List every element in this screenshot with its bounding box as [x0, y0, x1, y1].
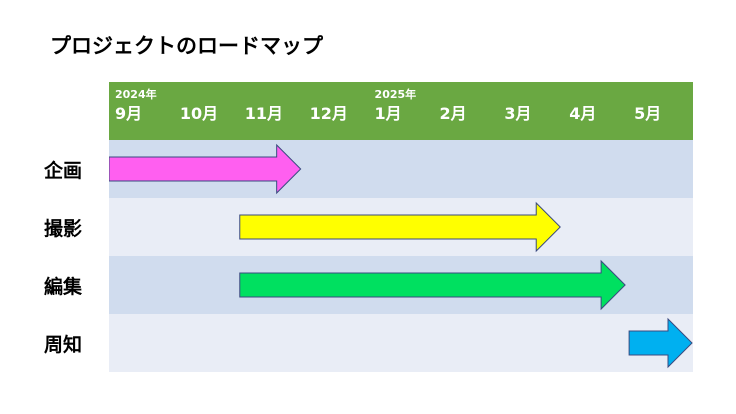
- month-label: 11月: [244, 104, 284, 123]
- month-column: 2024年 9月: [109, 82, 174, 140]
- month-column: 2月: [433, 82, 498, 140]
- year-label: 2025年: [374, 88, 417, 101]
- month-column: 5月: [628, 82, 693, 140]
- task-label: 周知: [44, 334, 83, 356]
- gantt-chart: 2024年 9月 10月 11月 12月 2025年 1月 2月 3月 4月 5月: [109, 82, 693, 372]
- task-arrow: [109, 143, 302, 195]
- task-row: [109, 314, 693, 372]
- month-column: 11月: [239, 82, 304, 140]
- task-arrows: [109, 143, 693, 369]
- month-label: 10月: [179, 104, 219, 123]
- month-column: 10月: [174, 82, 239, 140]
- month-label: 5月: [634, 104, 662, 123]
- year-label: 2024年: [115, 88, 157, 101]
- task-label: 企画: [44, 160, 83, 182]
- month-column: 2025年 1月: [369, 82, 434, 140]
- month-column: 3月: [498, 82, 563, 140]
- month-column: 4月: [563, 82, 628, 140]
- month-label: 3月: [504, 104, 532, 123]
- month-label: 12月: [309, 104, 348, 123]
- task-arrow: [239, 259, 626, 311]
- month-label: 2月: [439, 104, 467, 123]
- month-label: 9月: [115, 104, 143, 123]
- month-label: 4月: [569, 104, 597, 123]
- page-title: プロジェクトのロードマップ: [50, 34, 323, 58]
- task-label: 撮影: [44, 218, 83, 240]
- task-label: 編集: [44, 276, 83, 298]
- month-label: 1月: [374, 104, 402, 123]
- task-arrow: [239, 201, 561, 253]
- timeline-header: 2024年 9月 10月 11月 12月 2025年 1月 2月 3月 4月 5月: [109, 82, 693, 140]
- task-arrow: [628, 317, 693, 369]
- month-column: 12月: [304, 82, 369, 140]
